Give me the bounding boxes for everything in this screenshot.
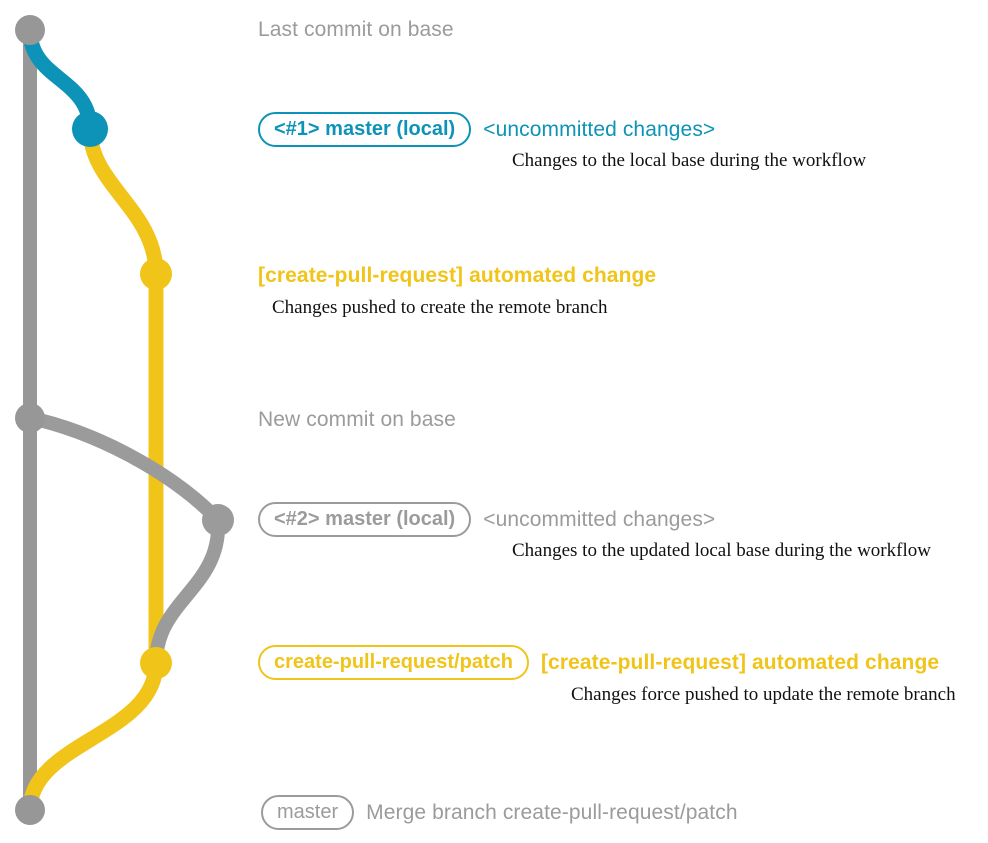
headline-new-commit-on-base: New commit on base (258, 408, 456, 431)
commit-row-automated-change-1: [create-pull-request] automated change (258, 264, 656, 288)
commit-node-new-commit-on-base (15, 403, 45, 433)
branch-pill-create-pull-request-patch[interactable]: create-pull-request/patch (258, 645, 529, 680)
commit-description-local-2: Changes to the updated local base during… (512, 540, 931, 561)
updated-local-branch-line-in (149, 513, 226, 670)
patch-branch-line-yellow (82, 121, 164, 671)
commit-subject-merge: Merge branch create-pull-request/patch (366, 800, 738, 824)
commit-subject-local-2: <uncommitted changes> (483, 507, 716, 531)
commit-node-automated-change-2 (140, 647, 172, 679)
local-branch-line-teal (22, 22, 98, 137)
commit-row-local-change-1: <#1> master (local) <uncommitted changes… (258, 112, 715, 147)
commit-row-local-change-2: <#2> master (local) <uncommitted changes… (258, 502, 715, 537)
commit-subject-automated-1: [create-pull-request] automated change (258, 264, 657, 287)
headline-last-commit-on-base: Last commit on base (258, 18, 454, 41)
commit-description-local-1: Changes to the local base during the wor… (512, 150, 867, 171)
merge-line-yellow (22, 655, 164, 818)
branch-pill-master[interactable]: master (261, 795, 355, 830)
commit-node-automated-change-1 (140, 258, 172, 290)
commit-node-local-change-2 (202, 504, 234, 536)
commit-subject-local-1: <uncommitted changes> (483, 117, 716, 141)
commit-subject-automated-2: [create-pull-request] automated change (540, 650, 940, 674)
commit-description-automated-1: Changes pushed to create the remote bran… (272, 297, 608, 318)
updated-local-branch-line-out (23, 411, 225, 527)
commit-row-automated-change-2: create-pull-request/patch [create-pull-r… (258, 645, 939, 680)
commit-node-last-commit-on-base (15, 15, 45, 45)
branch-pill-local-1[interactable]: <#1> master (local) (258, 112, 472, 147)
commit-node-local-change-1 (72, 111, 108, 147)
commit-node-merge-commit (15, 795, 45, 825)
commit-description-automated-2: Changes force pushed to update the remot… (571, 684, 956, 705)
branch-pill-local-2[interactable]: <#2> master (local) (258, 502, 472, 537)
commit-row-merge-commit: master Merge branch create-pull-request/… (261, 795, 738, 830)
